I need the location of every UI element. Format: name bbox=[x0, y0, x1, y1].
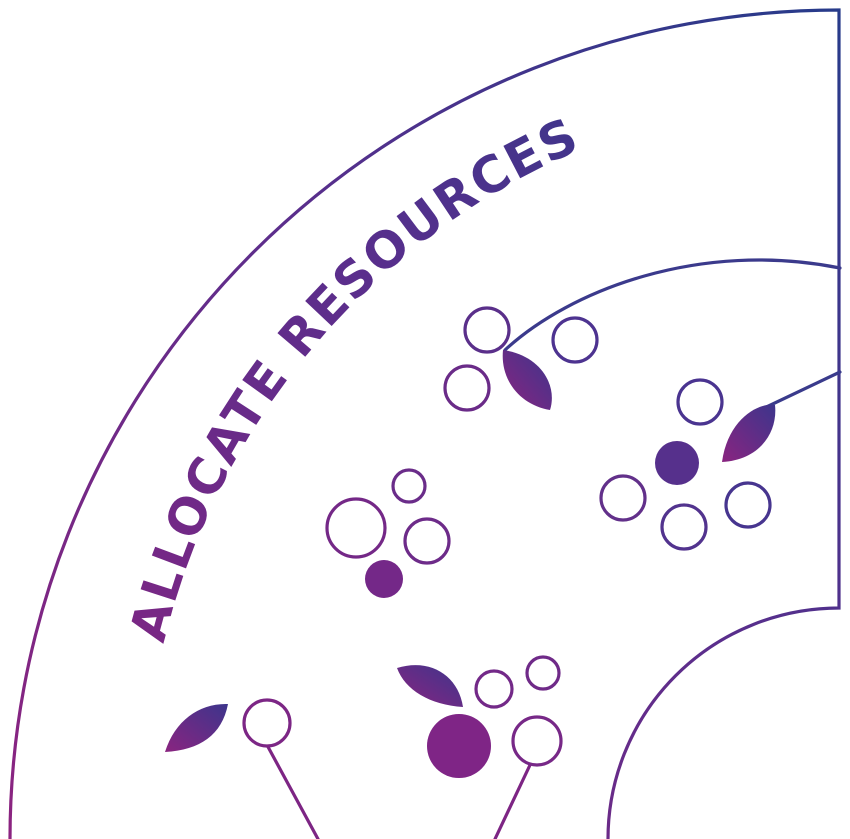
stem-bottom-left bbox=[265, 743, 320, 839]
circle-icon bbox=[391, 468, 427, 504]
circle-icon bbox=[511, 715, 563, 767]
leaf-icon bbox=[502, 350, 552, 410]
circle-icon bbox=[525, 655, 561, 691]
filled-circle-icon bbox=[655, 441, 699, 485]
filled-circle-icon bbox=[365, 560, 403, 598]
circle-icon bbox=[676, 378, 724, 426]
leaf-icon bbox=[722, 404, 776, 462]
filled-circle-icon bbox=[427, 714, 491, 778]
stem-top bbox=[503, 258, 842, 352]
circle-icon bbox=[724, 481, 772, 529]
circle-icon bbox=[474, 669, 514, 709]
outer-arc bbox=[8, 8, 841, 839]
stem-right bbox=[758, 370, 842, 412]
circle-icon bbox=[599, 474, 647, 522]
circle-icon bbox=[325, 497, 387, 559]
circle-icon bbox=[242, 698, 292, 748]
circle-icon bbox=[660, 503, 708, 551]
circle-icon bbox=[403, 517, 451, 565]
stem-bottom-center bbox=[493, 763, 532, 839]
leaf-icon bbox=[165, 703, 228, 752]
circle-icon bbox=[463, 306, 511, 354]
leaf-icon bbox=[397, 665, 463, 707]
circle-icon bbox=[443, 364, 491, 412]
circle-icon bbox=[551, 316, 599, 364]
